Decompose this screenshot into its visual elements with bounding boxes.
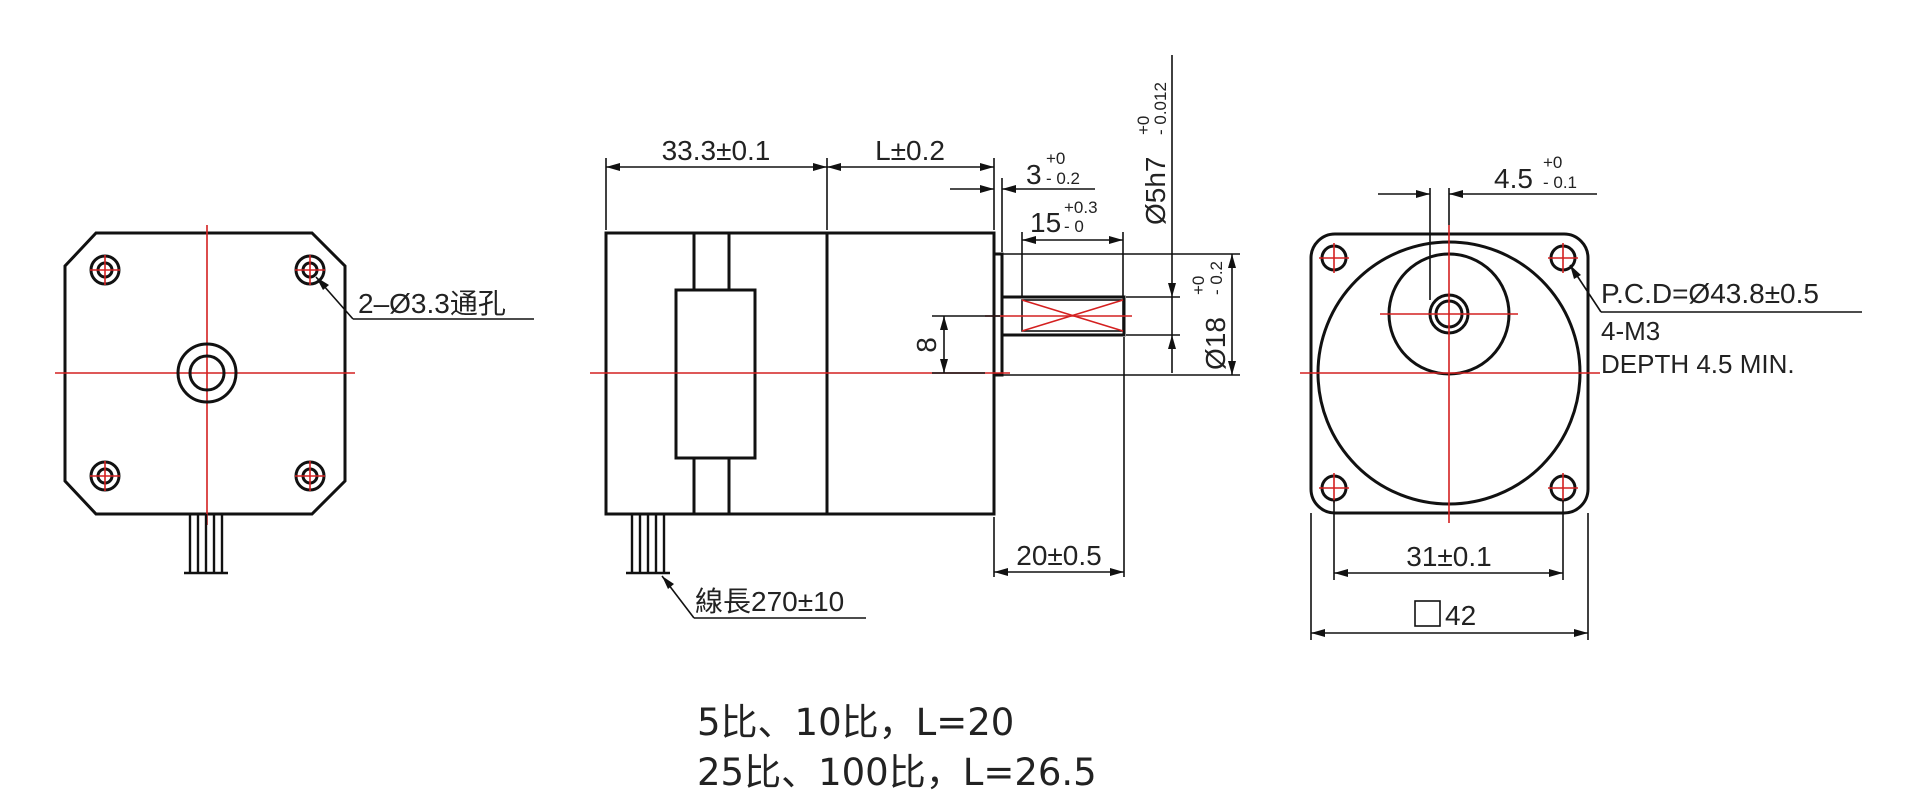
rear-hole-tl [1319, 243, 1349, 273]
dim-key-tol-lower: - 0 [1064, 217, 1084, 236]
depth-callout: DEPTH 4.5 MIN. [1601, 349, 1795, 379]
dim-offset-tol-upper: +0 [1543, 153, 1562, 172]
dim-shaft-offset: 4.5 [1494, 163, 1533, 194]
dim-square: 42 [1445, 600, 1476, 631]
wire-callout: 線長270±10 [695, 586, 844, 617]
dim-offset-tol-lower: - 0.1 [1543, 173, 1577, 192]
front-boss-outer [176, 342, 238, 404]
dim-key-tol-upper: +0.3 [1064, 198, 1098, 217]
front-hole-br [294, 460, 326, 492]
dim-flat: 8 [911, 337, 942, 353]
dim-flange: 3 [1026, 159, 1042, 190]
dim-boss-dia: Ø18 [1200, 317, 1231, 370]
front-hole-callout: 2–Ø3.3通孔 [358, 288, 506, 319]
front-boss-inner [188, 354, 226, 392]
dim-hole-spacing: 31±0.1 [1406, 541, 1491, 572]
rear-hole-br [1548, 473, 1578, 503]
front-hole-tr [294, 254, 326, 286]
front-hole-bl [89, 460, 121, 492]
ratio-note-line2: 25比、100比，L=26.5 [697, 751, 1097, 794]
rear-view: 4.5 +0 - 0.1 P.C.D=Ø43.8±0.5 4-M3 DEPTH … [1300, 153, 1862, 640]
stator-profile [674, 233, 696, 514]
front-wire-bundle [184, 514, 228, 575]
side-wire-bundle [626, 514, 670, 575]
front-hole-tl [89, 254, 121, 286]
dim-flange-tol-lower: - 0.2 [1046, 169, 1080, 188]
square-symbol-icon [1414, 600, 1441, 627]
dim-gearbox-length: L±0.2 [875, 135, 945, 166]
dim-shaft-tol-lower: - 0.012 [1151, 82, 1170, 135]
rear-hole-tr [1548, 243, 1578, 273]
side-view: 33.3±0.1 L±0.2 3 +0 - 0.2 15 +0.3 - 0 8 … [590, 55, 1240, 619]
dim-motor-length: 33.3±0.1 [662, 135, 771, 166]
stator-profile-right [727, 233, 757, 514]
dim-shaft-length: 20±0.5 [1016, 540, 1101, 571]
dim-boss-tol-upper: +0 [1189, 276, 1208, 295]
dim-boss-tol-lower: - 0.2 [1207, 261, 1226, 295]
rear-hole-bl [1319, 473, 1349, 503]
dim-flange-tol-upper: +0 [1046, 149, 1065, 168]
thread-callout: 4-M3 [1601, 316, 1660, 346]
front-hole-leader-arrow [316, 277, 329, 290]
dim-key-length: 15 [1030, 207, 1061, 238]
ratio-note-line1: 5比、10比，L=20 [697, 701, 1015, 744]
pcd-callout: P.C.D=Ø43.8±0.5 [1601, 278, 1819, 309]
dim-shaft-tol-upper: +0 [1134, 116, 1153, 135]
front-view: 2–Ø3.3通孔 [55, 225, 534, 575]
front-view-outline [63, 231, 347, 516]
dim-shaft-dia: Ø5h7 [1140, 157, 1171, 226]
